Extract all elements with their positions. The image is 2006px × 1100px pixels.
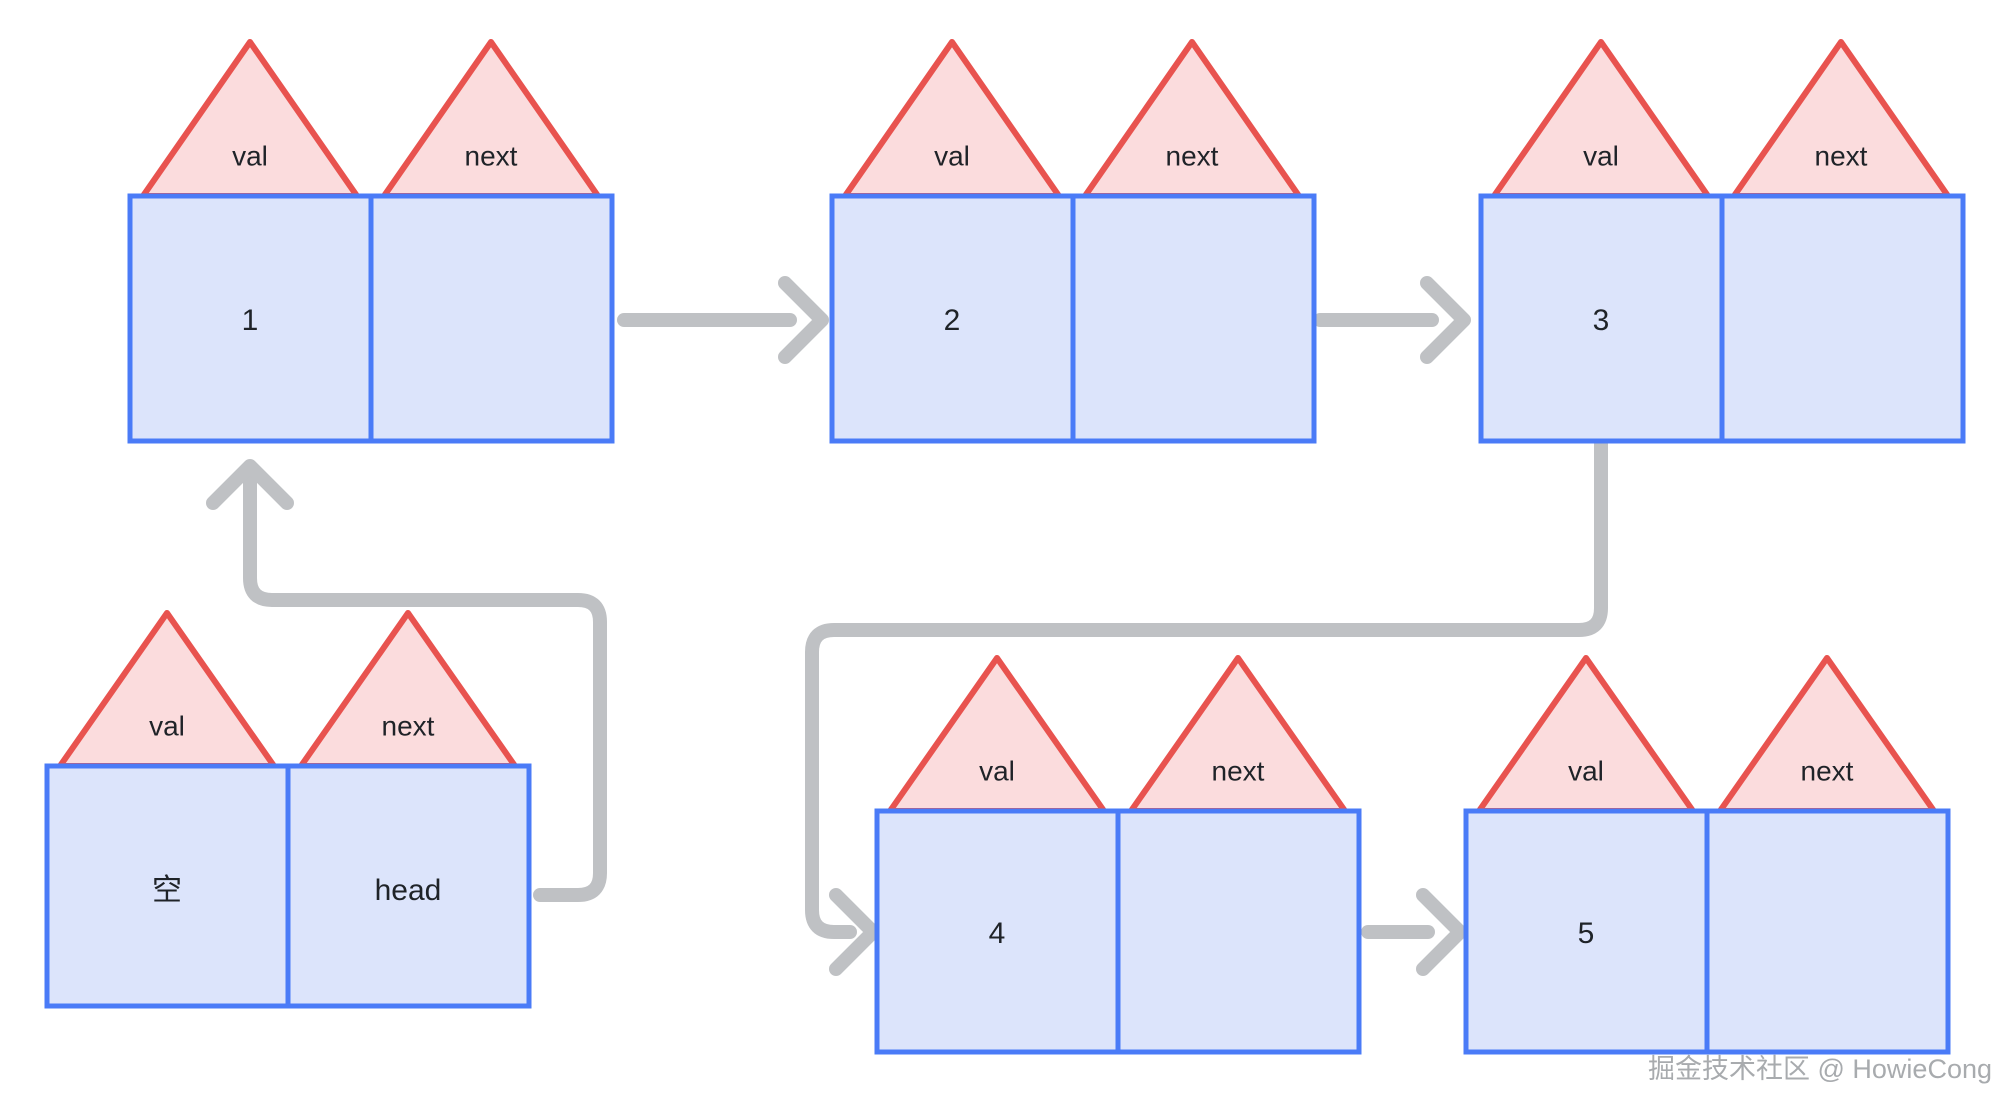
node-5-val-triangle	[1476, 655, 1696, 814]
node-4[interactable]: val next 4	[874, 655, 1362, 1055]
node-3-next-cell[interactable]	[1719, 193, 1966, 444]
edge-node-2-to-node-3-arrowhead	[1420, 276, 1471, 364]
node-head-next-value: head	[375, 874, 442, 907]
node-4-next-triangle	[1128, 655, 1348, 814]
node-5-val-value: 5	[1578, 917, 1595, 950]
node-1-val-triangle	[140, 39, 360, 199]
node-1-val-value: 1	[242, 304, 259, 337]
node-4-next-cell[interactable]	[1115, 808, 1362, 1055]
node-2-val-triangle	[842, 39, 1062, 199]
node-1-next-cell[interactable]	[368, 193, 615, 444]
node-2-val-value: 2	[944, 304, 961, 337]
node-head[interactable]: val next 空 head	[44, 610, 532, 1009]
node-4-val-triangle	[887, 655, 1107, 814]
node-1-next-triangle	[381, 39, 601, 199]
edge-node-2-to-node-3	[1313, 276, 1471, 364]
edge-node-4-to-node-5-arrowhead	[1416, 888, 1467, 976]
node-2-next-triangle-label: next	[1166, 140, 1219, 171]
node-4-val-cell[interactable]	[874, 808, 1121, 1055]
edge-node-4-to-node-5	[1361, 888, 1467, 976]
node-head-val-cell[interactable]	[44, 763, 291, 1009]
node-3[interactable]: val next 3	[1478, 39, 1966, 444]
edge-node-3-to-node-4-arrowhead	[829, 888, 880, 976]
node-5-val-cell[interactable]	[1463, 808, 1710, 1055]
node-head-next-triangle	[298, 610, 518, 769]
node-4-val-triangle-label: val	[979, 755, 1015, 786]
node-3-val-triangle	[1491, 39, 1711, 199]
node-5-next-cell[interactable]	[1704, 808, 1951, 1055]
node-2-val-cell[interactable]	[829, 193, 1076, 444]
node-3-next-triangle	[1731, 39, 1951, 199]
node-5-val-triangle-label: val	[1568, 755, 1604, 786]
node-4-val-value: 4	[989, 917, 1006, 950]
node-head-val-triangle	[57, 610, 277, 769]
node-2-val-triangle-label: val	[934, 140, 970, 171]
node-2-next-triangle	[1082, 39, 1302, 199]
node-head-val-triangle-label: val	[149, 710, 185, 741]
node-4-next-triangle-label: next	[1212, 755, 1265, 786]
node-1-val-triangle-label: val	[232, 140, 268, 171]
node-5[interactable]: val next 5	[1463, 655, 1951, 1055]
edge-head-to-node-1-arrowhead	[206, 459, 294, 510]
node-3-val-cell[interactable]	[1478, 193, 1725, 444]
node-3-next-triangle-label: next	[1815, 140, 1868, 171]
node-2-next-cell[interactable]	[1070, 193, 1317, 444]
node-head-next-cell[interactable]	[285, 763, 532, 1009]
node-1[interactable]: val next 1	[127, 39, 615, 444]
node-3-val-value: 3	[1593, 304, 1610, 337]
node-3-val-triangle-label: val	[1583, 140, 1619, 171]
edge-node-1-to-node-2	[617, 276, 829, 364]
edge-node-3-to-node-4-path	[805, 436, 1608, 939]
node-2[interactable]: val next 2	[829, 39, 1317, 444]
edge-node-1-to-node-2-arrowhead	[778, 276, 829, 364]
node-5-next-triangle	[1717, 655, 1937, 814]
node-head-val-value: 空	[152, 874, 182, 907]
watermark-label: 掘金技术社区 @ HowieCong	[1648, 1054, 1992, 1084]
edge-node-3-to-node-4	[805, 436, 1608, 976]
node-head-next-triangle-label: next	[382, 710, 435, 741]
node-1-next-triangle-label: next	[465, 140, 518, 171]
edge-head-to-node-1	[206, 459, 607, 902]
node-5-next-triangle-label: next	[1801, 755, 1854, 786]
edge-head-to-node-1-path	[243, 463, 607, 902]
